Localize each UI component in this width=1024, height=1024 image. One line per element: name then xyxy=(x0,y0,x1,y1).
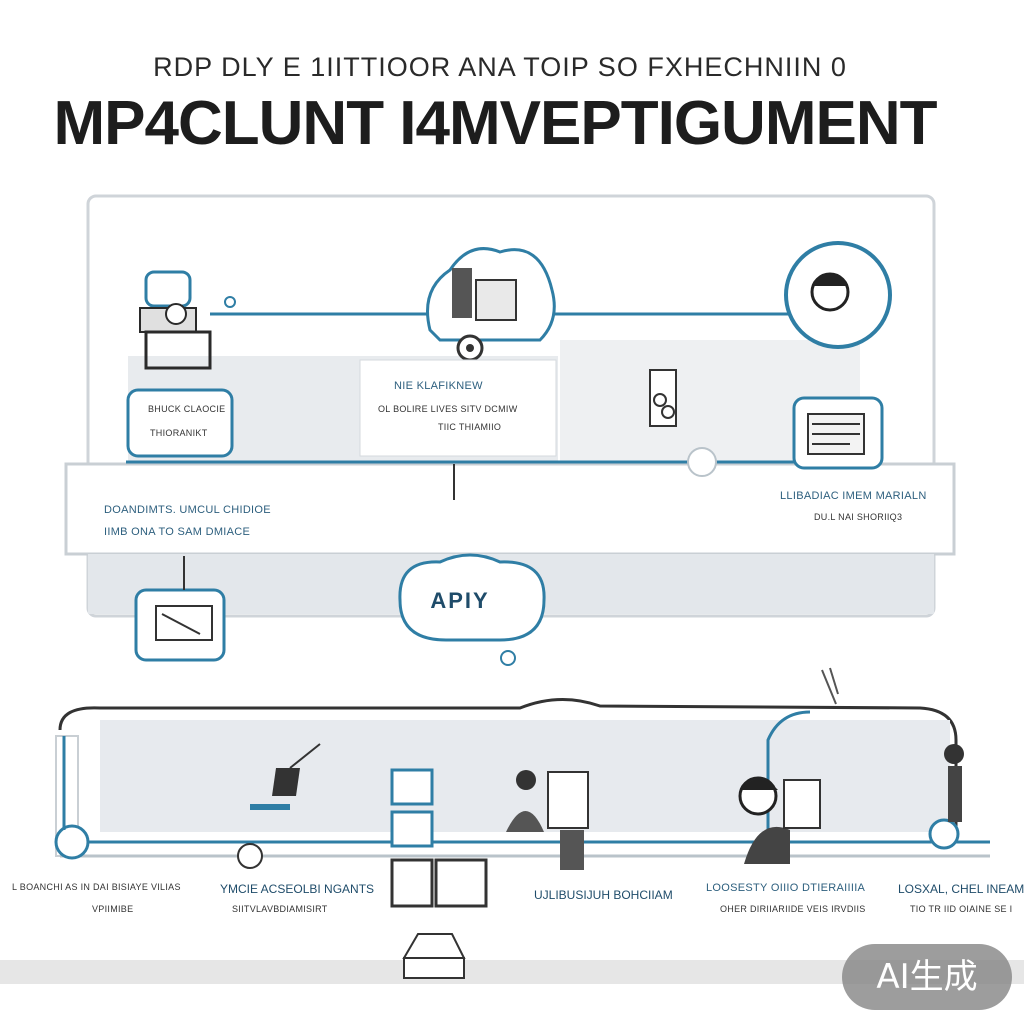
diagram-subtitle: RDP DLY E 1IITTIOOR ANA TOIP SO FXHECHNI… xyxy=(153,52,847,82)
top-center-card-line1: NIE KLAFIKNEW xyxy=(394,380,483,392)
top-left-card-line1: BHUCK CLAOCIE xyxy=(148,404,226,414)
blue-marker xyxy=(250,804,290,810)
bottom-2-line1: YMCIE ACSEOLBI NGANTS xyxy=(220,882,375,896)
monitor-icon xyxy=(134,588,226,662)
bio-icon xyxy=(649,369,677,427)
diagram-title: MP4CLUNT I4MVEPTIGUMENT xyxy=(53,89,938,158)
bottom-3-line1: UJLIBUSIJUH BOHCIIAM xyxy=(534,888,673,902)
device-stack-icon xyxy=(390,768,589,908)
cloud-api-icon xyxy=(398,553,546,642)
bottom-5-line1: LOSXAL, CHEL INEAM A xyxy=(898,882,1024,896)
connector-dot-left xyxy=(224,296,236,308)
server-icon xyxy=(426,247,556,362)
top-left-card xyxy=(126,388,234,458)
bottom-2-line2: SIITVLAVBDIAMISIRT xyxy=(232,904,328,914)
band-left-line2: IIMB ONA TO SAM DMIACE xyxy=(104,526,251,538)
top-center-card-line2: OL BOLIRE LIVES SITV DCMIW xyxy=(378,404,518,414)
bottom-outline xyxy=(58,698,958,830)
bottom-node-right xyxy=(928,818,960,850)
api-label: APIY xyxy=(430,588,490,613)
top-left-card-line2: THIORANIKT xyxy=(150,428,208,438)
bottom-4-line1: LOOSESTY OIIIO DTIERAIIIIA xyxy=(706,882,866,894)
document-icon xyxy=(792,396,884,470)
bottom-node-left xyxy=(54,824,90,860)
connector-dot-mid xyxy=(687,447,717,477)
bottom-5-line2: TIO TR IID OIAINE SE I xyxy=(910,904,1013,914)
lamp-icon xyxy=(272,743,321,796)
top-center-card-line3: TIIC THIAMIIO xyxy=(438,422,502,432)
middle-band xyxy=(64,462,956,556)
bottom-1-line2: VPIIMIBE xyxy=(92,904,134,914)
gear-icon xyxy=(237,843,263,869)
bottom-4-line2: OHER DIRIIARIIDE VEIS IRVDIIS xyxy=(720,904,866,914)
footer-device-icon xyxy=(402,933,466,979)
band-right-line1: LLIBADIAC IMEM MARIALN xyxy=(780,490,927,502)
person-icon xyxy=(506,744,964,864)
bottom-1-line1: L BOANCHI AS IN DAI BISIAYE VILIAS xyxy=(12,882,181,892)
bottom-right-riser xyxy=(766,710,811,830)
ai-generated-watermark: AI生成 xyxy=(842,944,1012,1010)
api-dot xyxy=(500,650,516,666)
avatar-portrait-icon xyxy=(784,241,892,349)
band-right-line2: DU.L NAI SHORIIQ3 xyxy=(814,512,903,522)
user-icon xyxy=(139,270,212,370)
top-center-card xyxy=(359,359,557,457)
pen-icon xyxy=(821,667,839,705)
band-left-line1: DOANDIMTS. UMCUL CHIDIOE xyxy=(104,504,271,516)
